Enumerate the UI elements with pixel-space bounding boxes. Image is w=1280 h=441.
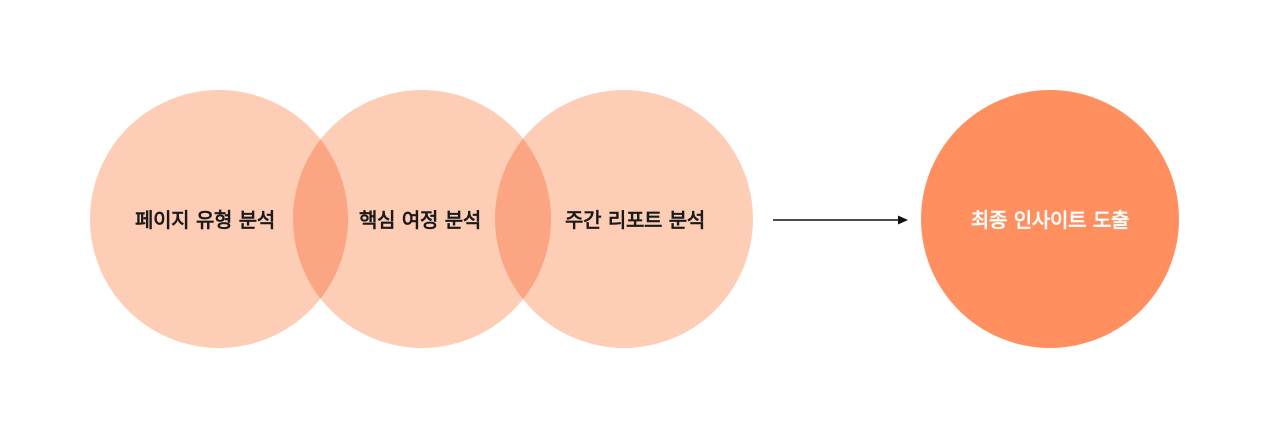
step-label-weekly-report: 주간 리포트 분석 [564,208,706,232]
arrow-right-icon [773,215,908,225]
result-label: 최종 인사이트 도출 [970,208,1130,232]
result-circle [921,90,1179,348]
step-label-core-journey: 핵심 여정 분석 [359,208,481,232]
step-circle-weekly-report [495,90,753,348]
step-label-page-type: 페이지 유형 분석 [134,208,276,232]
